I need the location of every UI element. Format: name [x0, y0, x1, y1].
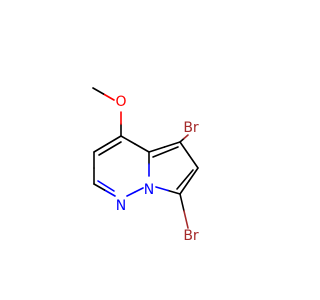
bond-c5-br-b — [183, 134, 189, 140]
bond-c5-br-a — [179, 137, 185, 143]
bond-c6-c7-b — [179, 180, 190, 195]
bond-layer — [92, 87, 199, 229]
bond-c7-n-b — [155, 186, 169, 192]
bridgehead-nitrogen-atom-label: N — [144, 182, 154, 198]
bond-n-n1-a — [134, 187, 144, 193]
bond-c3-c4-a — [93, 143, 109, 153]
bond-c5-c6-a — [179, 141, 190, 156]
bond-c7-n-a — [167, 189, 181, 195]
bond-o-ch3-b — [92, 87, 105, 95]
bond-c4-c4a-b — [134, 143, 150, 153]
bond-c4a-c5-inner — [152, 146, 179, 158]
bond-n1-c2-inner — [97, 180, 115, 192]
bromine-atom-label-top: Br — [183, 120, 199, 136]
atom-label-layer: O Br Br N N — [115, 94, 198, 244]
bond-n-n1-b — [126, 191, 136, 197]
bond-c7-br-a — [179, 193, 185, 212]
bond-c3-c4-inner — [98, 141, 122, 156]
bond-c7-br-b — [183, 210, 189, 229]
structure-diagram: O Br Br N N — [92, 87, 199, 244]
bond-c3-c4-b — [106, 135, 122, 145]
bond-c4a-c5-a — [148, 146, 166, 153]
bromine-atom-label-bottom: Br — [183, 228, 199, 244]
ring-nitrogen-atom-label: N — [116, 198, 126, 214]
bond-c5-c6-b — [188, 154, 199, 169]
bond-c4-c4a-a — [120, 135, 136, 145]
bond-n1-c2-b — [93, 183, 106, 191]
oxygen-atom-label: O — [115, 94, 126, 110]
bond-c6-c7-a — [188, 167, 199, 182]
bond-c4a-c5-b — [163, 141, 181, 148]
bond-o-ch3-a — [102, 93, 115, 101]
bond-n1-c2-a — [103, 189, 116, 197]
bond-c6-c7-inner — [176, 169, 194, 190]
